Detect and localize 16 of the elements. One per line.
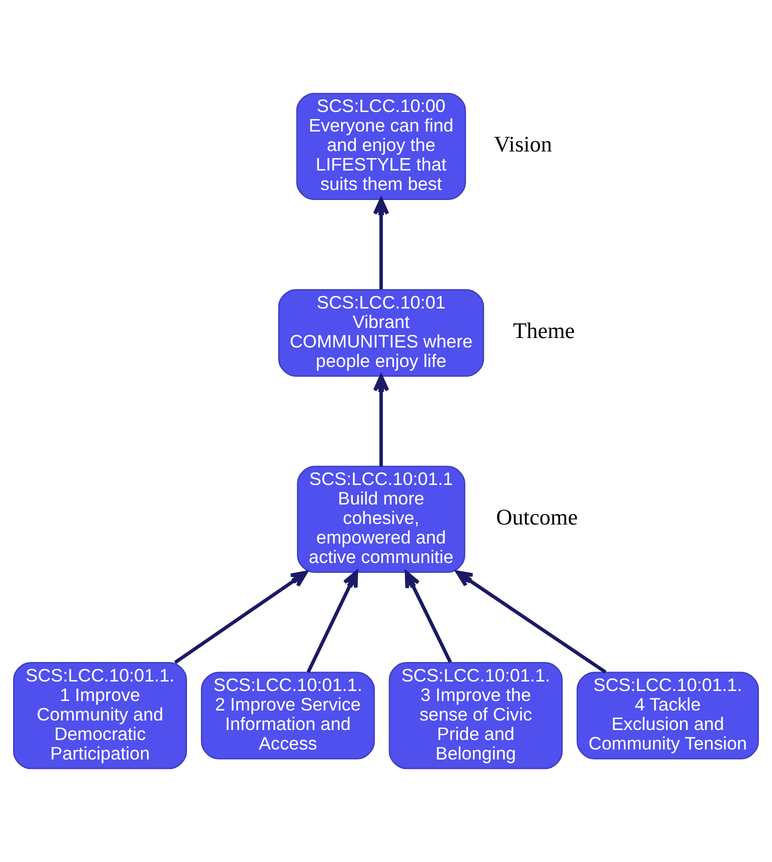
arrow [404, 570, 452, 664]
node-label: Outcome [496, 504, 578, 530]
node-label: Vision [494, 132, 552, 157]
node-box: SCS:LCC.10:01.1. 2 Improve Service Information and Access [200, 672, 375, 760]
node-box: SCS:LCC.10:01.1 Build more cohesive, empowered and active communitie [296, 466, 466, 573]
node-box: SCS:LCC.10:01.1. 3 Improve the sense of Civic Pride and Belonging [388, 662, 563, 770]
node-box: SCS:LCC.10:01.1. 1 Improve Community and Democratic Participation [13, 662, 188, 770]
arrow [373, 198, 390, 290]
node-box: SCS:LCC.10:01.1. 4 Tackle Exclusion and Community Tension [576, 672, 759, 760]
node-label: Theme [513, 318, 575, 344]
arrow [174, 570, 308, 664]
node-box: SCS:LCC.10:01 Vibrant COMMUNITIES where people enjoy life [278, 289, 484, 377]
node-box: SCS:LCC.10:00 Everyone can find and enjoy the LIFESTYLE that suits them best [296, 92, 466, 200]
arrow [373, 374, 390, 466]
arrow [306, 570, 358, 673]
arrow [456, 570, 607, 674]
